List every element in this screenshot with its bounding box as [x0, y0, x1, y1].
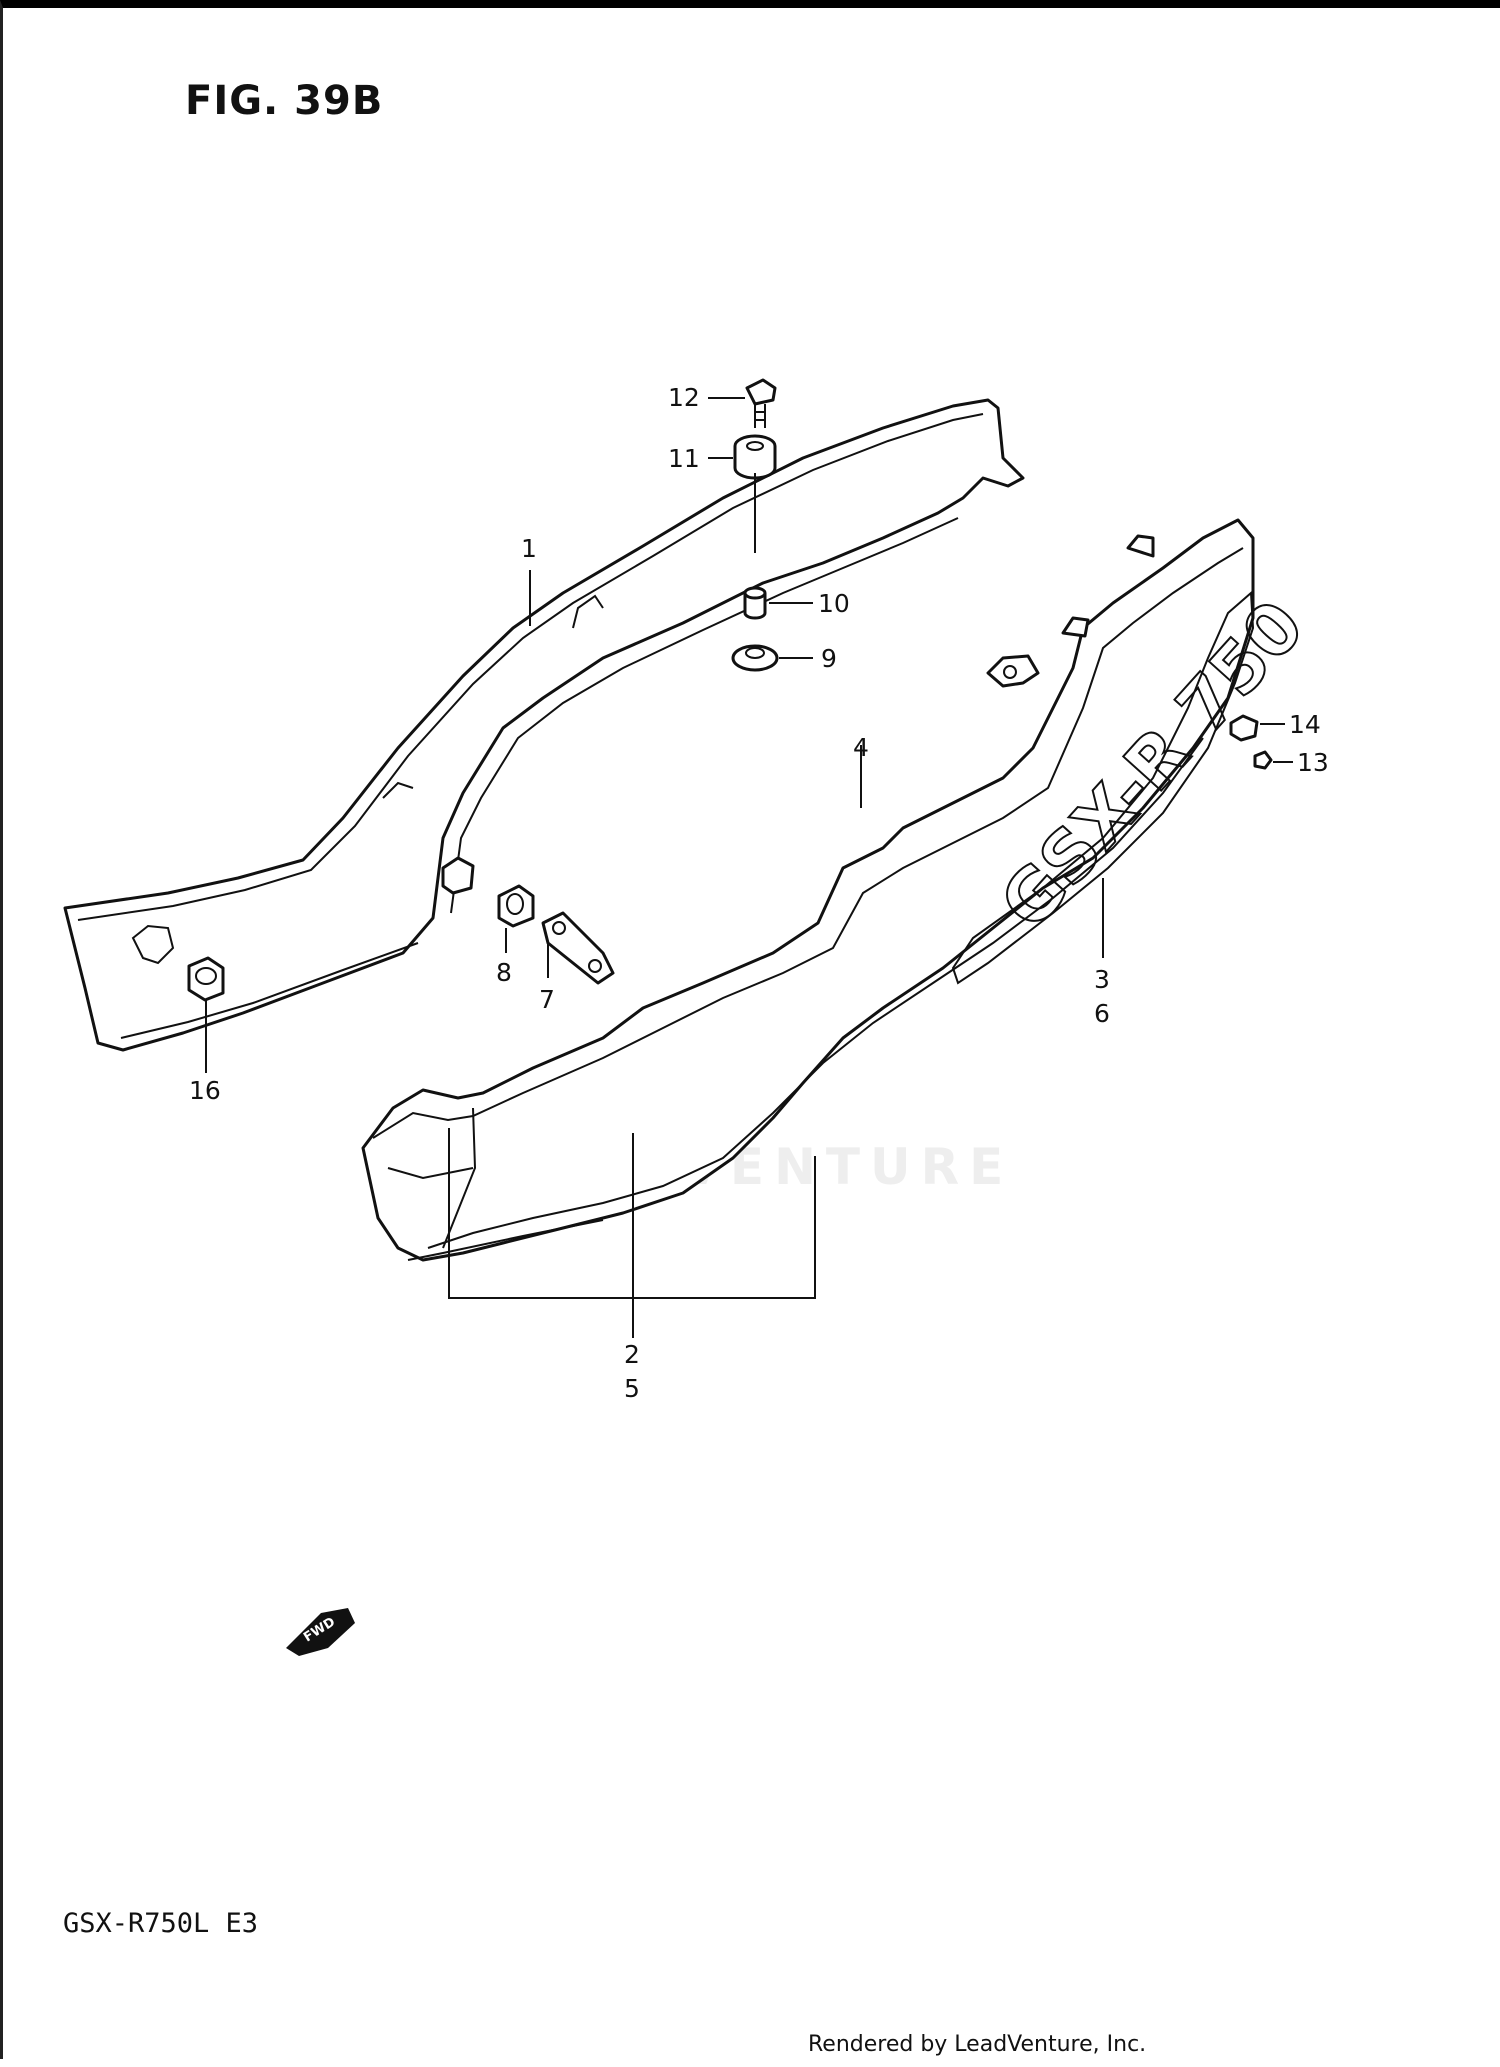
- collar-10[interactable]: [743, 586, 767, 620]
- callout-7: 7: [539, 985, 555, 1014]
- callout-11: 11: [668, 444, 700, 473]
- callout-5: 5: [624, 1374, 640, 1403]
- nut-14[interactable]: [1229, 714, 1259, 742]
- model-label: GSX-R750L E3: [63, 1908, 259, 1939]
- grommet-16[interactable]: [187, 956, 225, 1002]
- callout-9: 9: [821, 644, 837, 673]
- parts-diagram: GSX-R 750: [63, 378, 1329, 1656]
- callout-8: 8: [496, 958, 512, 987]
- callout-2: 2: [624, 1340, 640, 1369]
- fwd-arrow-icon: FWD: [286, 1608, 355, 1656]
- callout-10: 10: [818, 589, 850, 618]
- bolt-12[interactable]: [745, 378, 777, 428]
- callout-6: 6: [1094, 999, 1110, 1028]
- callout-13: 13: [1297, 748, 1329, 777]
- figure-title: FIG. 39B: [185, 78, 384, 124]
- clip-nut[interactable]: [441, 856, 475, 895]
- footer-credit: Rendered by LeadVenture, Inc.: [808, 2032, 1147, 2057]
- leader-lines: [205, 397, 1293, 1338]
- bracket-7[interactable]: [541, 911, 615, 985]
- spacer-11[interactable]: [733, 434, 777, 480]
- callout-3: 3: [1094, 965, 1110, 994]
- clip-16-area: [131, 924, 175, 965]
- frame-cover-left[interactable]: [63, 398, 1025, 1052]
- callout-12: 12: [668, 383, 700, 412]
- grommet-9[interactable]: [731, 644, 779, 672]
- frame-cover-right[interactable]: GSX-R 750: [361, 518, 1321, 1262]
- grommet-8[interactable]: [497, 884, 535, 928]
- callout-1: 1: [521, 534, 537, 563]
- callout-16: 16: [189, 1076, 221, 1105]
- callout-14: 14: [1289, 710, 1321, 739]
- screw-13[interactable]: [1253, 750, 1273, 770]
- callouts: 12 11 10 9 1 4 14 13 8 7 3 6 16 2 5: [189, 383, 1329, 1403]
- callout-4: 4: [853, 733, 869, 762]
